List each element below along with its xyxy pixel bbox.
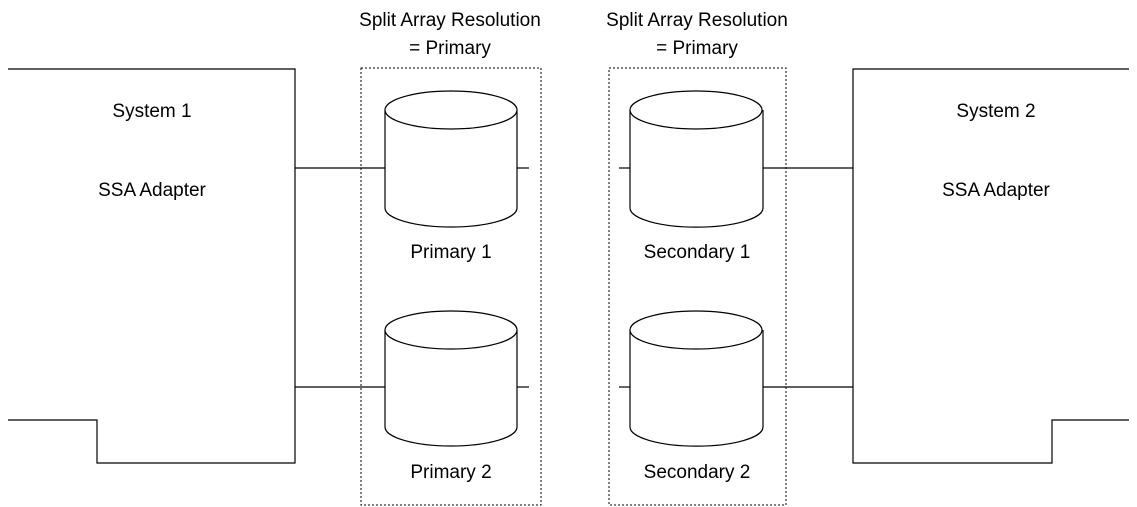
group-2-heading-line1: Split Array Resolution <box>606 10 788 31</box>
group-1-heading-line1: Split Array Resolution <box>359 10 541 31</box>
disk-secondary-1 <box>629 90 764 228</box>
group-box-primary <box>360 67 542 506</box>
group-2-heading-line2: = Primary <box>656 38 738 59</box>
group-1-heading-line2: = Primary <box>409 38 491 59</box>
disk-secondary-2 <box>629 310 764 447</box>
system-2-adapter: SSA Adapter <box>942 180 1050 201</box>
system-1-name: System 1 <box>112 101 191 122</box>
group-box-secondary <box>608 67 787 506</box>
disk-primary-1-label: Primary 1 <box>410 242 491 263</box>
system-2-outline <box>852 68 1129 464</box>
disk-primary-2 <box>384 310 518 447</box>
disk-secondary-1-label: Secondary 1 <box>644 242 751 263</box>
disk-primary-2-label: Primary 2 <box>410 462 491 483</box>
disk-secondary-2-label: Secondary 2 <box>644 462 751 483</box>
system-2-name: System 2 <box>956 101 1035 122</box>
disk-primary-1 <box>384 90 518 228</box>
system-1-outline <box>8 68 296 464</box>
system-1-adapter: SSA Adapter <box>98 180 206 201</box>
